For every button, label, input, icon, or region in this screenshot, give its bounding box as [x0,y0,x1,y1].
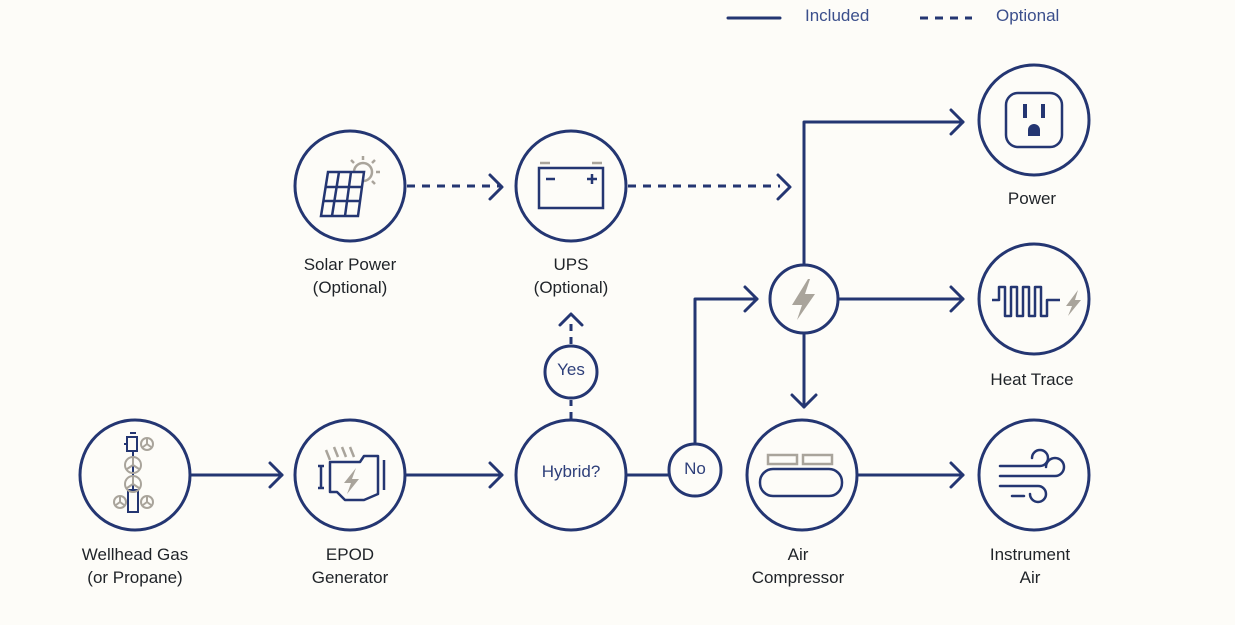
solar-caption-line1: Solar Power [303,255,397,274]
yes-node [543,344,599,400]
heat-trace-caption: Heat Trace [952,368,1112,391]
no-label: No [684,459,706,478]
connector-distribution-air-compressor [790,331,818,409]
heat-trace-caption-line1: Heat Trace [990,370,1074,389]
heat-trace-node [977,242,1091,356]
wind-icon [998,448,1066,504]
yes-label: Yes [557,360,585,379]
heat-trace-icon [992,285,1081,318]
ups-caption-line1: UPS [553,255,589,274]
connector-wellhead-epod [188,461,284,489]
wellhead-caption-line1: Wellhead Gas [81,545,189,564]
wellhead-caption-line2: (or Propane) [87,568,183,587]
air-compressor-caption-line2: Compressor [751,568,845,587]
instrument-air-node [977,418,1091,532]
legend-included-label: Included [805,6,870,25]
arrowhead-ups-distribution [776,173,792,201]
connector-distribution-power [802,108,965,267]
arrowhead-yes-ups [558,312,584,327]
ups-node [514,129,628,243]
epod-caption: EPOD Generator [270,543,430,589]
epod-caption-line2: Generator [311,568,389,587]
epod-node [293,418,407,532]
air-compressor-caption: Air Compressor [718,543,878,589]
battery-icon [537,161,605,210]
connector-no-distribution [693,285,759,446]
solar-caption: Solar Power (Optional) [270,253,430,299]
epod-caption-line1: EPOD [325,545,375,564]
solar-caption-line2: (Optional) [312,278,388,297]
air-compressor-caption-line1: Air [787,545,809,564]
air-tank-icon [758,453,844,498]
wellhead-caption: Wellhead Gas (or Propane) [55,543,215,589]
connector-distribution-heat-trace [836,285,965,313]
hybrid-label: Hybrid? [541,462,601,481]
connector-compressor-instrument-air [855,461,965,489]
instrument-air-caption: Instrument Air [950,543,1110,589]
arrowhead-solar-ups [488,173,504,201]
lightning-bolt-icon [792,279,815,320]
ups-caption-line2: (Optional) [533,278,609,297]
power-caption-line1: Power [1007,189,1057,208]
power-caption: Power [952,187,1112,210]
power-node [977,63,1091,177]
legend-optional-label: Optional [996,6,1060,25]
instrument-air-caption-line1: Instrument [989,545,1071,564]
wellhead-valve-icon [113,432,154,513]
power-outlet-icon [1004,91,1064,149]
generator-icon [318,446,386,502]
solar-node [293,129,407,243]
ups-caption: UPS (Optional) [491,253,651,299]
connector-epod-hybrid [403,461,504,489]
solar-panel-icon [319,156,380,218]
instrument-air-caption-line2: Air [1019,568,1041,587]
